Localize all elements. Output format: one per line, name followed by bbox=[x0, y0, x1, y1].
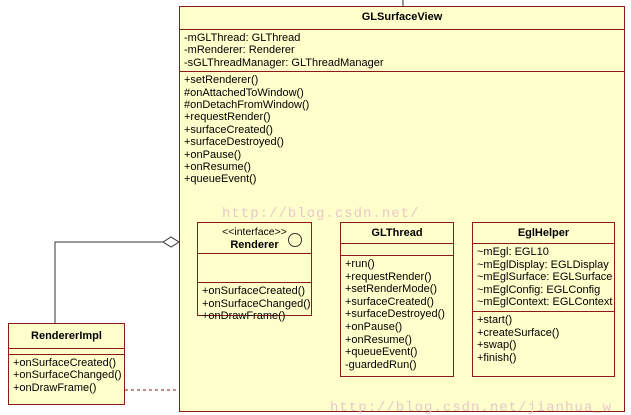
interface-lollipop-icon bbox=[288, 233, 302, 247]
operation: +onDrawFrame() bbox=[13, 381, 97, 394]
operation: +setRenderMode() bbox=[345, 283, 438, 296]
rendererimpl-operations: +onSurfaceCreated() +onSurfaceChanged() … bbox=[9, 354, 124, 396]
glsurfaceview-title: GLSurfaceView bbox=[361, 11, 443, 23]
glsurfaceview-attributes: -mGLThread: GLThread -mRenderer: Rendere… bbox=[180, 29, 624, 71]
class-eglhelper[interactable]: EglHelper ~mEgl: EGL10 ~mEglDisplay: EGL… bbox=[472, 222, 615, 377]
operation: #onDetachFromWindow() bbox=[184, 99, 310, 112]
glthread-title: GLThread bbox=[371, 227, 423, 239]
attribute: -mGLThread: GLThread bbox=[184, 32, 301, 44]
attribute: ~mEglConfig: EGLConfig bbox=[477, 283, 601, 296]
watermark-mid: http://blog.csdn.net/ bbox=[222, 206, 420, 222]
operation: +finish() bbox=[477, 351, 517, 364]
rendererimpl-title: RendererImpl bbox=[31, 330, 102, 342]
eglhelper-title: EglHelper bbox=[517, 227, 570, 239]
attribute: ~mEgl: EGL10 bbox=[477, 246, 549, 258]
operation: +onSurfaceCreated() bbox=[202, 285, 306, 297]
operation: +setRenderer() bbox=[184, 74, 259, 87]
operation: +onSurfaceChanged() bbox=[13, 369, 122, 382]
operation: #onAttachedToWindow() bbox=[184, 86, 304, 99]
operation: +requestRender() bbox=[345, 270, 432, 283]
operation: +onPause() bbox=[184, 148, 242, 161]
operation: +onResume() bbox=[184, 161, 251, 174]
glthread-attributes-empty bbox=[341, 243, 453, 255]
class-glthread[interactable]: GLThread +run() +requestRender() +setRen… bbox=[340, 222, 454, 377]
operation: +createSurface() bbox=[477, 326, 560, 339]
class-renderer-interface[interactable]: <<interface>> Renderer +onSurfaceCreated… bbox=[197, 222, 312, 322]
aggregation-line bbox=[54, 241, 163, 323]
attribute: ~mEglContext: EGLContext bbox=[477, 296, 613, 309]
operation: +requestRender() bbox=[184, 111, 271, 124]
operation: +surfaceCreated() bbox=[345, 295, 434, 308]
attribute: -mRenderer: Renderer bbox=[184, 44, 295, 57]
operation: +onSurfaceChanged() bbox=[202, 297, 311, 310]
operation: +surfaceCreated() bbox=[184, 123, 273, 136]
attribute: ~mEglDisplay: EGLDisplay bbox=[477, 258, 609, 271]
rendererimpl-attributes-empty bbox=[9, 348, 124, 354]
renderer-header: <<interface>> Renderer bbox=[198, 223, 311, 253]
aggregation-diamond bbox=[162, 236, 180, 248]
glthread-operations: +run() +requestRender() +setRenderMode()… bbox=[341, 255, 453, 373]
operation: +onPause() bbox=[345, 320, 403, 333]
operation: +surfaceDestroyed() bbox=[184, 136, 284, 149]
renderer-stereotype: <<interface>> bbox=[222, 226, 287, 238]
attribute: -sGLThreadManager: GLThreadManager bbox=[184, 56, 384, 69]
class-glsurfaceview[interactable]: GLSurfaceView -mGLThread: GLThread -mRen… bbox=[179, 6, 625, 412]
renderer-title: Renderer bbox=[230, 239, 279, 251]
glsurfaceview-operations: +setRenderer() #onAttachedToWindow() #on… bbox=[180, 71, 624, 286]
eglhelper-attributes: ~mEgl: EGL10 ~mEglDisplay: EGLDisplay ~m… bbox=[473, 243, 614, 311]
renderer-attributes-empty bbox=[198, 253, 311, 282]
operation: +swap() bbox=[477, 339, 517, 352]
operation: +onResume() bbox=[345, 333, 412, 346]
operation: +run() bbox=[345, 258, 375, 270]
watermark-bottom: http://blog.csdn.net/jianhua_w bbox=[330, 400, 613, 415]
renderer-operations: +onSurfaceCreated() +onSurfaceChanged() … bbox=[198, 282, 311, 325]
operation: +queueEvent() bbox=[345, 346, 418, 359]
operation: +start() bbox=[477, 313, 513, 326]
attribute: ~mEglSurface: EGLSurface bbox=[477, 271, 613, 284]
operation: -guardedRun() bbox=[345, 358, 417, 371]
class-rendererimpl[interactable]: RendererImpl +onSurfaceCreated() +onSurf… bbox=[8, 323, 125, 405]
operation: +queueEvent() bbox=[184, 173, 257, 186]
eglhelper-operations: +start() +createSurface() +swap() +finis… bbox=[473, 310, 614, 366]
operation: +onSurfaceCreated() bbox=[13, 357, 117, 369]
operation: +surfaceDestroyed() bbox=[345, 308, 445, 321]
operation: +onDrawFrame() bbox=[202, 310, 286, 323]
